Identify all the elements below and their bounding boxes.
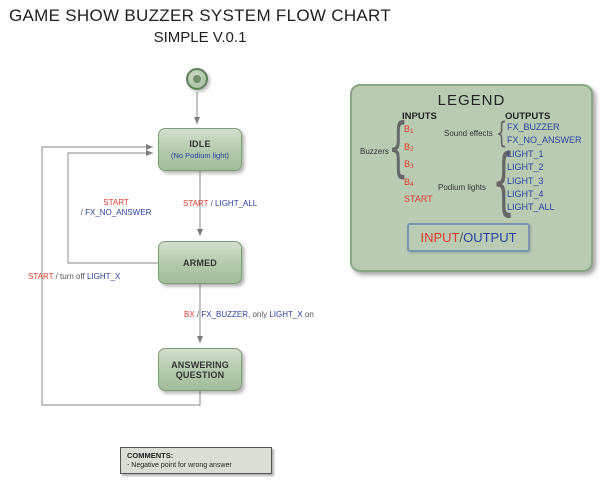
transition-label-armed-to-idle: START / FX_NO_ANSWER [70, 198, 162, 217]
state-armed: ARMED [158, 241, 242, 284]
legend-podium-lights-label: Podium lights [438, 183, 487, 192]
sound-effects-brace: { [496, 116, 508, 150]
transition-label-idle-to-armed: START / LIGHT_ALL [183, 199, 257, 208]
transition-input: BX [184, 310, 195, 319]
legend-output-light-2: LIGHT_2 [507, 162, 544, 173]
transition-output: FX_NO_ANSWER [85, 208, 152, 217]
legend-input-b4: B4 [404, 176, 414, 188]
arrow-armed-to-idle [67, 150, 158, 264]
initial-state-node [186, 68, 208, 90]
legend-outputs-list: FX_BUZZER FX_NO_ANSWER LIGHT_1 LIGHT_2 L… [507, 121, 582, 215]
legend-inputs-list: B1 B2 B3 B4 START [404, 122, 433, 210]
page-title: GAME SHOW BUZZER SYSTEM FLOW CHART SIMPL… [0, 6, 400, 46]
transition-separator: / [80, 208, 86, 217]
comments-header: COMMENTS: [127, 451, 174, 460]
transition-output: LIGHT_ALL [215, 199, 258, 208]
transition-input: START [183, 199, 209, 208]
state-armed-label: ARMED [183, 257, 217, 268]
comments-item: - Negative point for wrong answer [127, 462, 232, 469]
legend-title: LEGEND [437, 92, 506, 109]
legend-io-box: INPUT / OUTPUT [407, 223, 530, 252]
io-input-label: INPUT [420, 230, 460, 245]
transition-mid-text: , only [248, 310, 270, 319]
io-output-label: OUTPUT [463, 230, 517, 245]
transition-separator: / [53, 272, 61, 281]
podium-lights-brace: { [492, 139, 516, 224]
transition-label-answering-to-idle: START / turn off LIGHT_X [28, 272, 120, 281]
legend-buzzers-label: Buzzers [360, 147, 389, 156]
legend-sound-effects-label: Sound effects [444, 129, 493, 138]
transition-label-armed-to-answering: BX / FX_BUZZER, only LIGHT_X on [184, 310, 314, 319]
page-title-line1: GAME SHOW BUZZER SYSTEM FLOW CHART [8, 6, 392, 25]
legend-output-light-all: LIGHT_ALL [507, 202, 555, 213]
legend-outputs-header: OUTPUTS [505, 111, 551, 122]
state-idle-note: (No Podium light) [171, 151, 229, 160]
transition-tail-text: on [302, 310, 314, 319]
legend-output-light-4: LIGHT_4 [507, 189, 544, 200]
legend-panel: LEGEND INPUTS OUTPUTS Buzzers { B1 B2 B3… [350, 84, 593, 272]
legend-output-fx-buzzer: FX_BUZZER [507, 122, 560, 132]
state-idle: IDLE (No Podium light) [158, 128, 242, 171]
comments-box: COMMENTS: - Negative point for wrong ans… [120, 447, 272, 474]
transition-action: turn off [60, 272, 87, 281]
legend-input-start: START [404, 194, 433, 205]
legend-inputs-header: INPUTS [402, 111, 437, 122]
transition-separator: / [194, 310, 202, 319]
transition-output: LIGHT_X [87, 272, 121, 281]
state-answering-label-line2: QUESTION [175, 369, 225, 380]
state-answering-label-line1: ANSWERING [171, 359, 229, 370]
legend-output-light-3: LIGHT_3 [507, 175, 544, 186]
transition-output1: FX_BUZZER [201, 310, 249, 319]
legend-input-b2: B2 [404, 141, 414, 153]
buzzers-brace: { [388, 111, 409, 185]
legend-input-b3: B3 [404, 159, 414, 171]
state-idle-label: IDLE [189, 139, 211, 149]
transition-input: START [103, 198, 129, 207]
legend-output-fx-no-answer: FX_NO_ANSWER [507, 135, 582, 146]
transition-separator: / [208, 199, 216, 208]
transition-output2: LIGHT_X [269, 310, 303, 319]
state-answering-question: ANSWERING QUESTION [158, 348, 242, 391]
page-title-line2: SIMPLE V.0.1 [153, 29, 247, 46]
legend-input-b1: B1 [404, 124, 414, 135]
transition-input: START [28, 272, 54, 281]
io-separator: / [459, 230, 464, 245]
arrow-answering-to-idle [41, 144, 201, 406]
legend-output-light-1: LIGHT_1 [507, 148, 544, 159]
